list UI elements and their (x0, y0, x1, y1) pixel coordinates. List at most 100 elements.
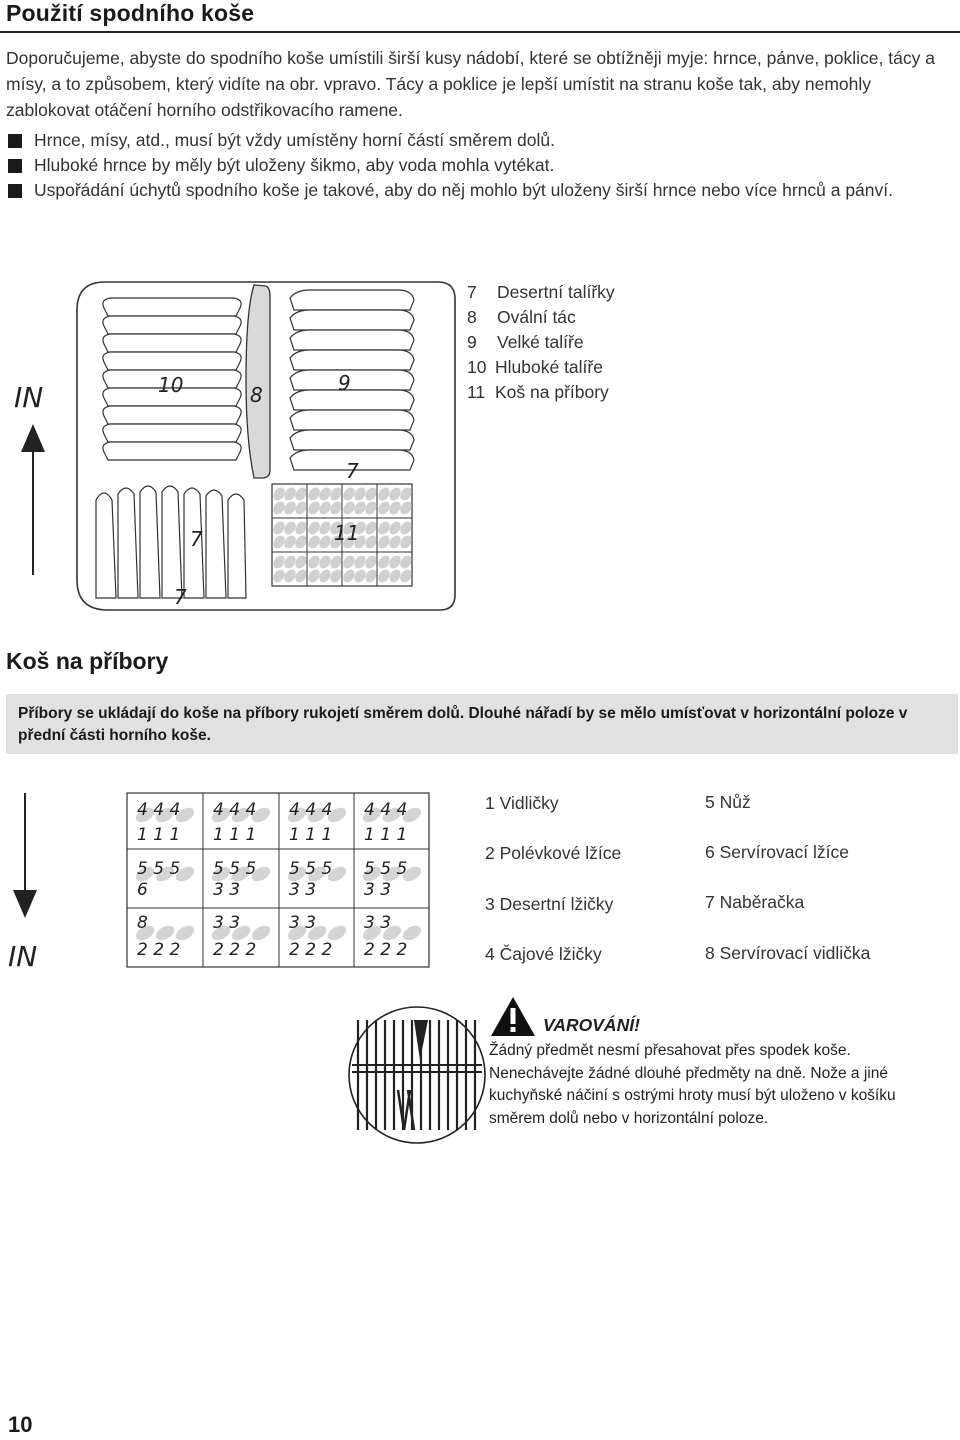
cutlery-slot-shape (378, 555, 390, 569)
cutlery-slot-shape (362, 866, 382, 882)
cutlery-slot-shape (251, 866, 271, 882)
cutlery-legend-item: 4 Čajové lžičky (485, 944, 602, 964)
cutlery-slot-shape (402, 807, 422, 823)
cutlery-grid-label: 3 3 (289, 880, 316, 900)
cutlery-slot-shape (135, 925, 155, 941)
cutlery-slot-shape (295, 535, 307, 549)
intro-paragraph: Doporučujeme, abyste do spodního koše um… (6, 48, 935, 120)
cutlery-slot-shape (175, 925, 195, 941)
cutlery-slot-shape (365, 487, 377, 501)
cutlery-slot-shape (389, 487, 401, 501)
cutlery-slot-shape (308, 501, 320, 515)
cutlery-slot-shape (273, 521, 285, 535)
cutlery-slot-shape (135, 866, 155, 882)
cutlery-slot-shape (327, 866, 347, 882)
large-plates (289, 289, 415, 471)
cutlery-grid-label: 3 3 (364, 913, 391, 933)
cutlery-slot-shape (400, 569, 412, 583)
page-number: 10 (8, 1412, 33, 1437)
cutlery-slot-shape (389, 535, 401, 549)
cutlery-slot-shape (287, 866, 307, 882)
bullet-square-icon (8, 184, 22, 198)
cutlery-grid-label: 4 4 4 (364, 800, 407, 820)
cutlery-slot-shape (284, 569, 296, 583)
cutlery-slot-shape (319, 487, 331, 501)
cutlery-slot-shape (319, 521, 331, 535)
cutlery-slot-shape (343, 487, 355, 501)
cutlery-legend-item: 3 Desertní lžičky (485, 894, 614, 914)
oval-platter (245, 284, 271, 479)
cutlery-slot-shape (327, 807, 347, 823)
cutlery-slot-shape (251, 925, 271, 941)
label-7-bottom: 7 (174, 585, 187, 609)
bullet-text: Hrnce, mísy, atd., musí být vždy umístěn… (34, 130, 555, 150)
cutlery-slot-shape (319, 569, 331, 583)
cutlery-grid-label: 5 5 5 (364, 859, 407, 879)
cutlery-slot-shape (273, 501, 285, 515)
cutlery-grid-label: 2 2 2 (364, 940, 407, 960)
cutlery-slot-shape (308, 487, 320, 501)
label-7-mid: 7 (190, 527, 203, 551)
cutlery-slot-shape (308, 555, 320, 569)
cutlery-slot-shape (284, 521, 296, 535)
cutlery-slot-shape (308, 535, 320, 549)
cutlery-slot-shape (273, 535, 285, 549)
label-7-top: 7 (346, 459, 359, 483)
cutlery-grid-label: 6 (137, 880, 148, 900)
cutlery-slot-shape (319, 555, 331, 569)
cutlery-slot-shape (273, 569, 285, 583)
cutlery-slot-shape (365, 569, 377, 583)
label-10: 10 (158, 373, 183, 397)
cutlery-slot-shape (175, 866, 195, 882)
cutlery-slot-shape (400, 555, 412, 569)
cutlery-grid-label: 3 3 (289, 913, 316, 933)
label-8: 8 (250, 383, 263, 407)
cutlery-slot-shape (211, 866, 231, 882)
cutlery-slot-shape (307, 807, 327, 823)
cutlery-slot-shape (307, 925, 327, 941)
cutlery-slot-shape (400, 535, 412, 549)
page-title: Použití spodního koše (6, 0, 255, 26)
section-heading: Koš na příbory (6, 648, 169, 674)
arrow-down-head-icon (13, 890, 37, 918)
cutlery-slot-shape (378, 501, 390, 515)
cutlery-grid-label: 4 4 4 (137, 800, 180, 820)
cutlery-legend-item: 6 Servírovací lžíce (705, 842, 849, 862)
cutlery-slot-shape (362, 807, 382, 823)
cutlery-slot-shape (365, 555, 377, 569)
cutlery-slot-shape (155, 807, 175, 823)
deep-plates (102, 297, 242, 461)
cutlery-slot-shape (343, 501, 355, 515)
cutlery-slot-shape (330, 555, 342, 569)
cutlery-slot-shape (378, 535, 390, 549)
cutlery-slot-shape (231, 866, 251, 882)
cutlery-slot-shape (295, 521, 307, 535)
cutlery-slot-shape (284, 501, 296, 515)
cutlery-slot-shape (231, 807, 251, 823)
cutlery-grid-label: 3 3 (213, 913, 240, 933)
warning-text: Žádný předmět nesmí přesahovat přes spod… (489, 1042, 896, 1127)
cutlery-slot-shape (382, 807, 402, 823)
cutlery-slot-shape (354, 501, 366, 515)
dessert-plates (95, 485, 247, 599)
cutlery-slot-shape (378, 487, 390, 501)
cutlery-legend-item: 1 Vidličky (485, 793, 559, 813)
cutlery-slot-shape (402, 925, 422, 941)
cutlery-grid-label: 2 2 2 (213, 940, 256, 960)
cutlery-grid-label: 1 1 1 (289, 825, 332, 845)
cutlery-slot-shape (135, 807, 155, 823)
cutlery-slot-shape (327, 925, 347, 941)
cutlery-slot-shape (251, 807, 271, 823)
in-label: IN (14, 381, 43, 414)
cutlery-legend-item: 5 Nůž (705, 792, 751, 812)
cutlery-slot-shape (354, 487, 366, 501)
cutlery-slot-shape (389, 555, 401, 569)
cutlery-slot-shape (382, 866, 402, 882)
cutlery-slot-shape (284, 535, 296, 549)
cutlery-grid-label: 4 4 4 (213, 800, 256, 820)
basket-warning-illustration (348, 1006, 486, 1144)
cutlery-slot-shape (307, 866, 327, 882)
